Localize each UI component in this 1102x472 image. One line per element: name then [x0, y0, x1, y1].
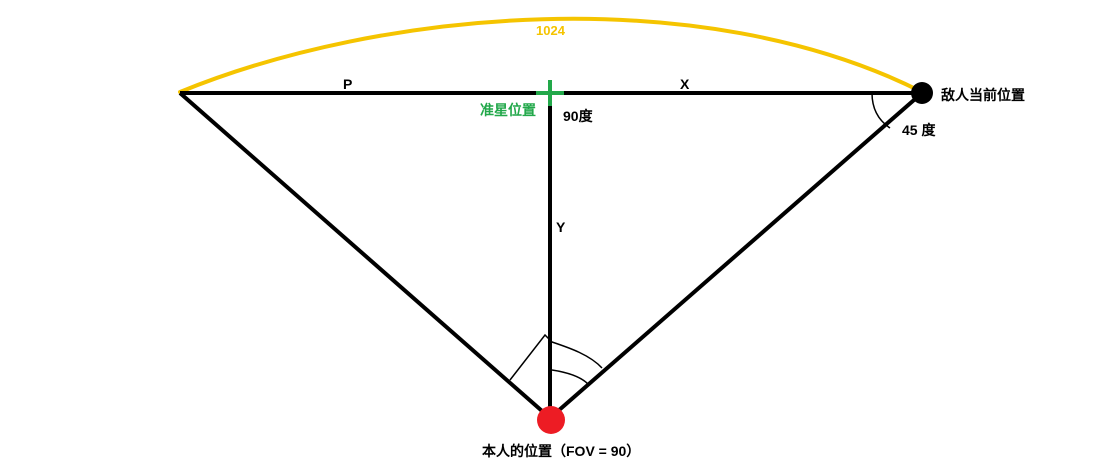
left-angle-mark	[509, 333, 553, 381]
player-label: 本人的位置（FOV = 90）	[482, 443, 640, 459]
player-dot	[537, 406, 565, 434]
enemy-label: 敌人当前位置	[941, 87, 1025, 103]
segment-y-label: Y	[556, 219, 566, 235]
inner-angle-mark	[551, 369, 589, 385]
right-angle-label: 90度	[563, 108, 594, 124]
enemy-dot	[911, 82, 933, 104]
crosshair-label: 准星位置	[480, 102, 536, 118]
enemy-angle-label: 45 度	[902, 122, 936, 138]
screen-width-arc	[178, 16, 924, 94]
left-fov-edge-line	[178, 91, 552, 420]
right-fov-edge-line	[548, 91, 924, 420]
arc-value-label: 1024	[536, 23, 566, 38]
segment-p-label: P	[343, 76, 352, 92]
enemy-angle-mark	[871, 92, 891, 129]
segment-x-label: X	[680, 76, 690, 92]
right-angle-mark	[551, 341, 603, 369]
